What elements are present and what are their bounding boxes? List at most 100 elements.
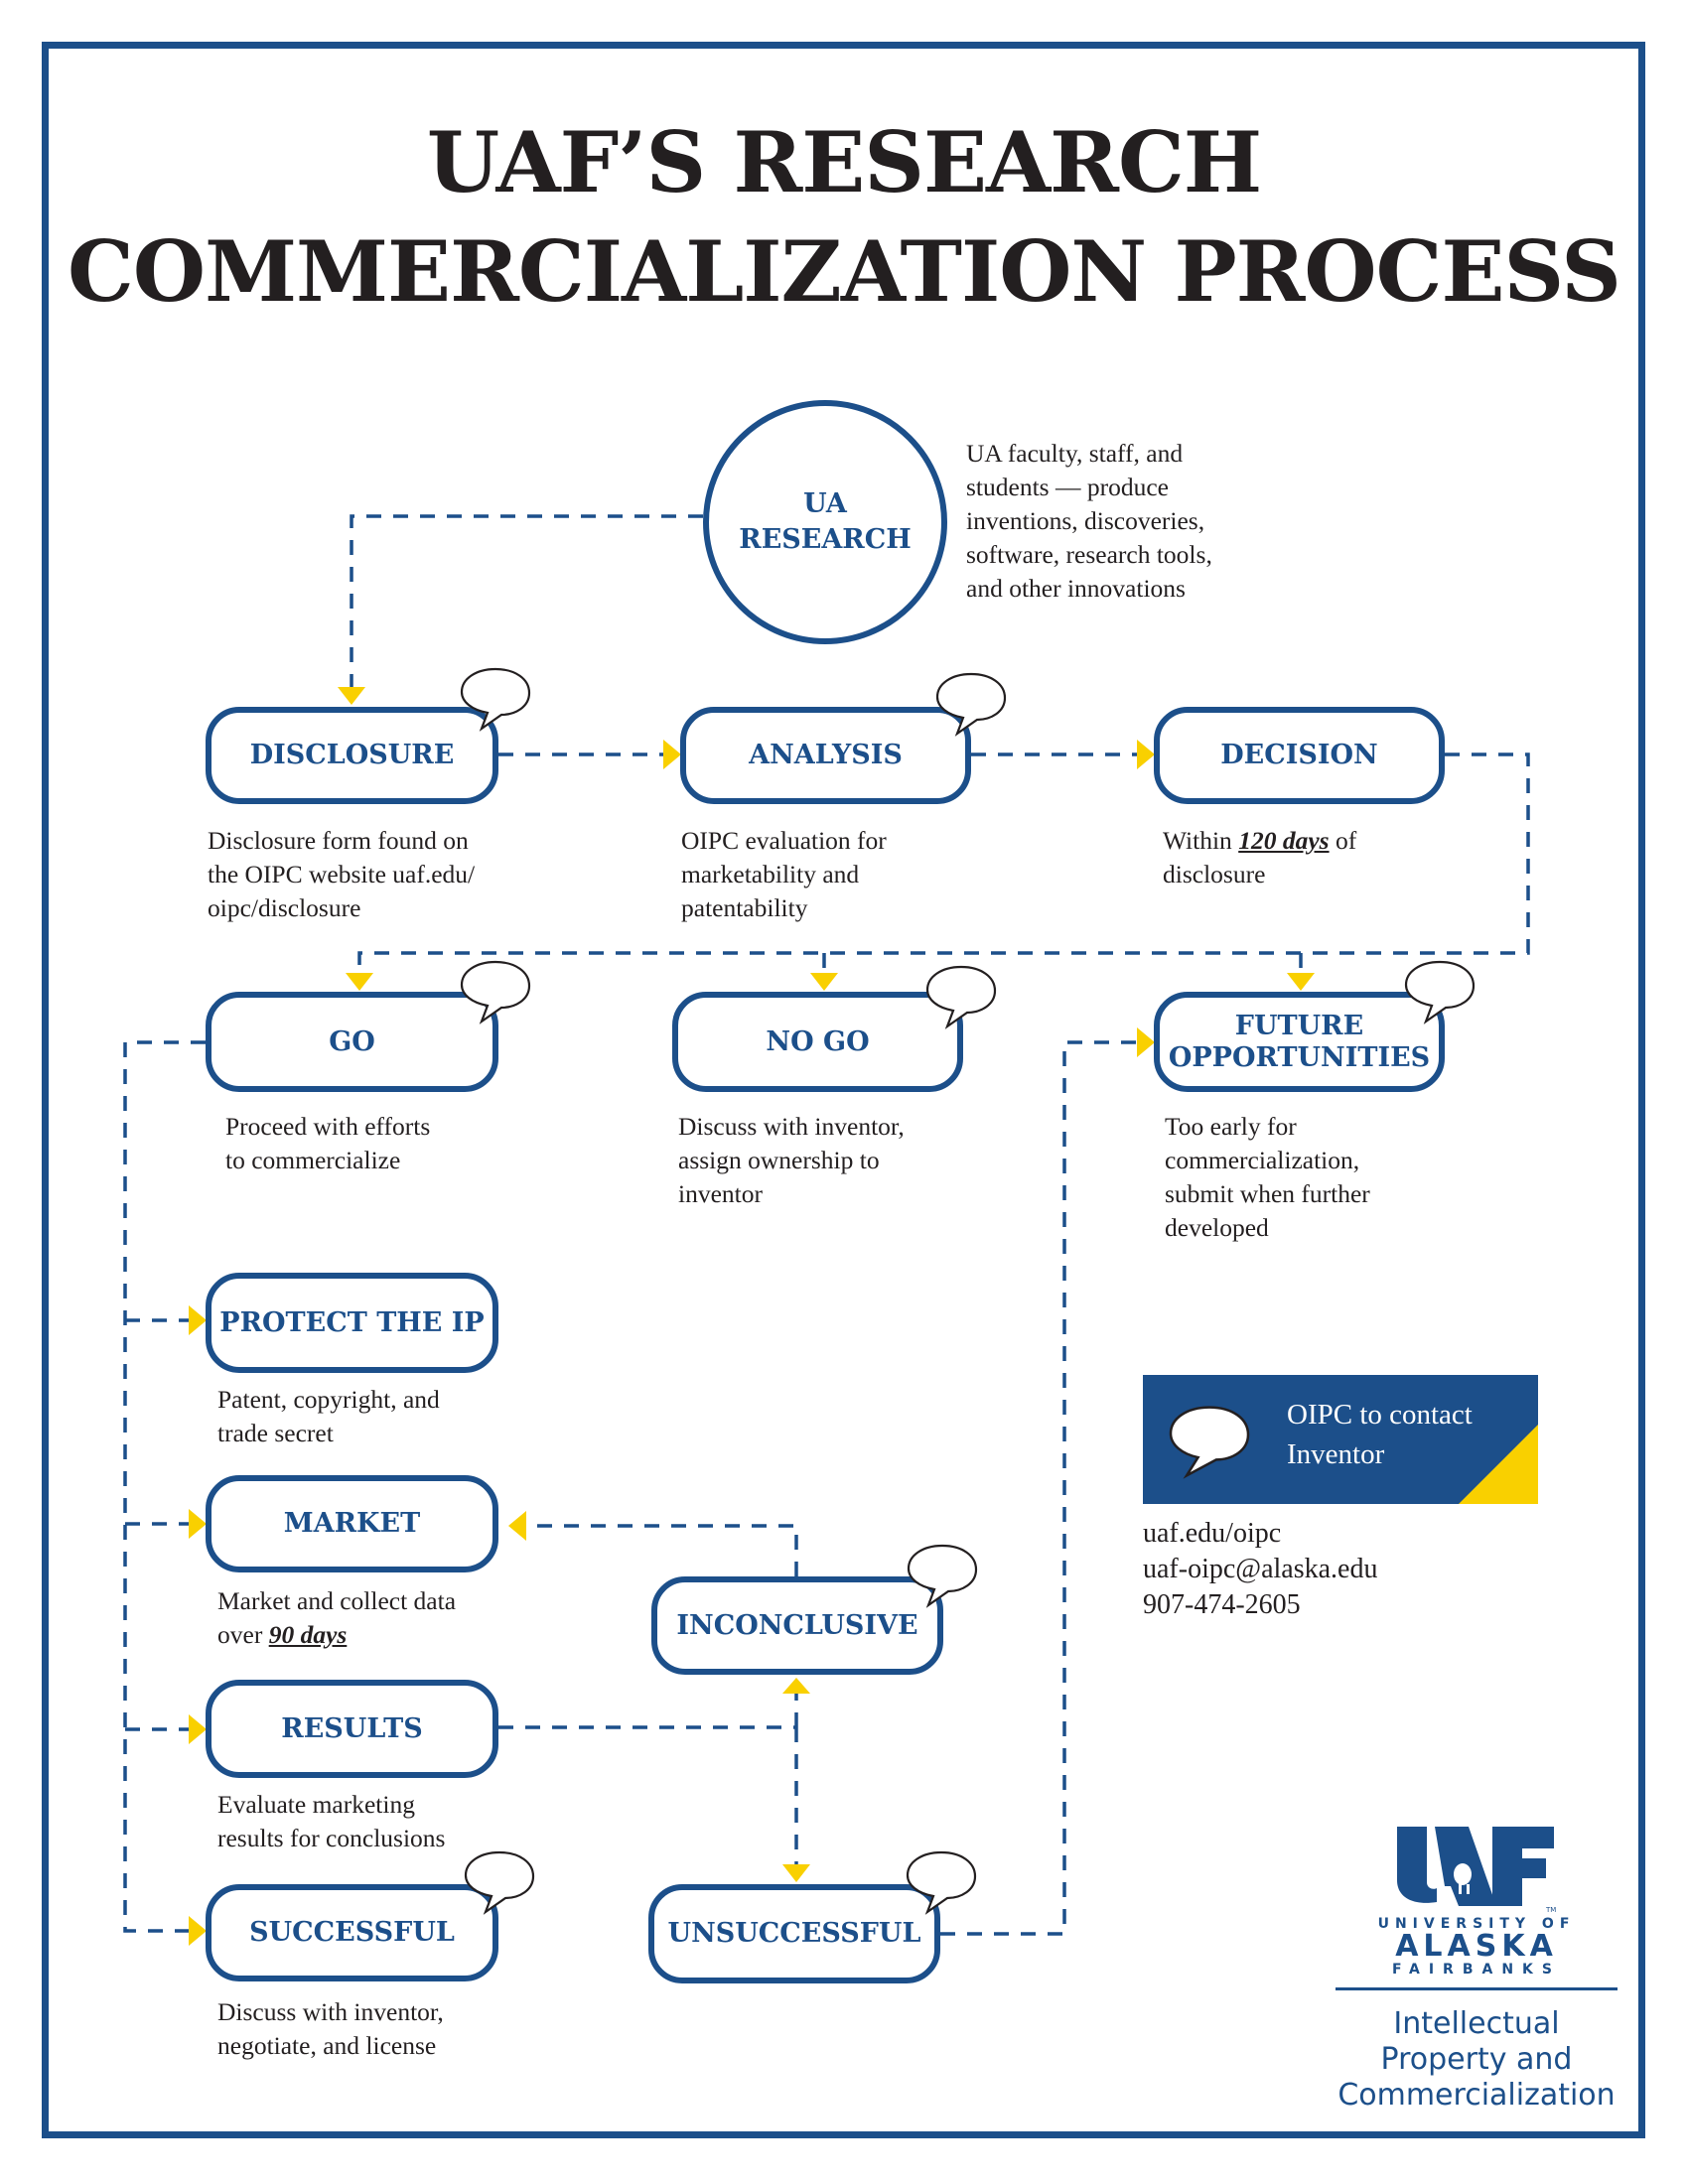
desc-line: over 90 days (217, 1618, 456, 1652)
decision-deadline: 120 days (1238, 826, 1330, 855)
desc-text: of (1329, 826, 1357, 855)
legend-yellow-corner (1459, 1425, 1538, 1504)
contact-email-link[interactable]: uaf-oipc@alaska.edu (1143, 1554, 1378, 1584)
desc-line: Within 120 days of (1163, 824, 1356, 858)
contact-info: uaf.edu/oipc uaf-oipc@alaska.edu 907-474… (1143, 1516, 1377, 1623)
department-name: Intellectual Property and Commercializat… (1336, 2006, 1618, 2114)
desc-line: Discuss with inventor, (678, 1112, 905, 1141)
step-analysis-label: ANALYSIS (749, 740, 903, 771)
connector-inconclusive-to-market (526, 1524, 798, 1576)
desc-line: submit when further (1165, 1179, 1370, 1208)
arrowhead-future (1287, 973, 1315, 991)
arrowhead-decision (1137, 740, 1155, 769)
step-market-label: MARKET (283, 1508, 421, 1540)
desc-line: to commercialize (225, 1146, 401, 1174)
desc-line: trade secret (217, 1419, 334, 1447)
step-protect-label: PROTECT THE IP (219, 1306, 485, 1338)
go-description: Proceed with efforts to commercialize (225, 1110, 430, 1177)
logo-line-2: ALASKA (1395, 1929, 1558, 1964)
desc-line: software, research tools, (966, 540, 1212, 569)
desc-line: commercialization, (1165, 1146, 1360, 1174)
ua-research-node[interactable]: UA RESEARCH (703, 400, 947, 644)
desc-line: results for conclusions (217, 1824, 446, 1852)
logo-line-3: FAIRBANKS (1392, 1962, 1561, 1978)
arrowhead-results (189, 1714, 207, 1744)
legend-line-1: OIPC to contact (1287, 1399, 1473, 1431)
step-successful-label: SUCCESSFUL (249, 1917, 455, 1949)
desc-line: Too early for (1165, 1112, 1297, 1141)
arrowhead-inconclusive (782, 1678, 810, 1694)
step-inconclusive-label: INCONCLUSIVE (676, 1609, 918, 1641)
contact-website-link[interactable]: uaf.edu/oipc (1143, 1518, 1282, 1549)
future-description: Too early for commercialization, submit … (1165, 1110, 1370, 1245)
step-go[interactable]: GO (206, 992, 498, 1092)
desc-line: assign ownership to (678, 1146, 880, 1174)
speech-bubble-icon (905, 1542, 980, 1609)
desc-line: inventions, discoveries, (966, 506, 1205, 535)
desc-line: oipc/disclosure (208, 893, 361, 922)
protect-description: Patent, copyright, and trade secret (217, 1383, 440, 1450)
desc-line: negotiate, and license (217, 2031, 437, 2060)
dept-line: Intellectual (1393, 2006, 1560, 2041)
logo-divider (1336, 1987, 1618, 1990)
step-results-label: RESULTS (281, 1712, 423, 1744)
page-border (42, 42, 1645, 2138)
no-go-description: Discuss with inventor, assign ownership … (678, 1110, 905, 1211)
connector-unsuccessful-to-future (940, 1040, 1137, 1936)
step-analysis[interactable]: ANALYSIS (680, 707, 971, 804)
step-successful[interactable]: SUCCESSFUL (206, 1884, 498, 1981)
desc-line: UA faculty, staff, and (966, 439, 1184, 468)
desc-line: OIPC evaluation for (681, 826, 887, 855)
arrowhead-successful (189, 1916, 207, 1946)
connector-go-trunk (123, 1040, 206, 1933)
step-disclosure[interactable]: DISCLOSURE (206, 707, 498, 804)
speech-bubble-icon (933, 670, 1009, 738)
uaf-logo: TM UNIVERSITY OF ALASKA FAIRBANKS Intell… (1336, 1827, 1618, 2114)
arrowhead-future-return (1137, 1027, 1155, 1057)
desc-text: over (217, 1620, 269, 1649)
arrowhead-nogo (810, 973, 838, 991)
desc-line: patentability (681, 893, 808, 922)
market-description: Market and collect data over 90 days (217, 1584, 456, 1652)
speech-bubble-icon (462, 1848, 537, 1916)
analysis-description: OIPC evaluation for marketability and pa… (681, 824, 887, 925)
arrowhead-market-return (508, 1511, 526, 1541)
ua-research-label-1: UA (803, 487, 847, 519)
step-decision-label: DECISION (1220, 740, 1378, 771)
page-title-line-1: UAF’S RESEARCH (426, 113, 1262, 211)
speech-bubble-icon (458, 958, 533, 1025)
desc-line: Discuss with inventor, (217, 1997, 444, 2026)
step-future-label-1: FUTURE (1234, 1011, 1364, 1042)
step-no-go[interactable]: NO GO (672, 992, 963, 1092)
desc-line: Proceed with efforts (225, 1112, 431, 1141)
step-market[interactable]: MARKET (206, 1475, 498, 1572)
ua-research-description: UA faculty, staff, and students — produc… (966, 437, 1212, 606)
step-unsuccessful[interactable]: UNSUCCESSFUL (648, 1884, 940, 1983)
desc-line: inventor (678, 1179, 763, 1208)
desc-line: disclosure (1163, 860, 1266, 888)
results-description: Evaluate marketing results for conclusio… (217, 1788, 445, 1855)
step-protect-the-ip[interactable]: PROTECT THE IP (206, 1273, 498, 1373)
connector-decision-to-outcomes (357, 752, 1530, 973)
logo-line-1: UNIVERSITY OF (1377, 1916, 1576, 1932)
desc-line: and other innovations (966, 574, 1186, 603)
disclosure-description: Disclosure form found on the OIPC websit… (208, 824, 475, 925)
step-unsuccessful-label: UNSUCCESSFUL (667, 1918, 921, 1950)
legend-text: OIPC to contact Inventor (1287, 1395, 1473, 1474)
step-future-opportunities[interactable]: FUTURE OPPORTUNITIES (1154, 992, 1445, 1092)
decision-description: Within 120 days of disclosure (1163, 824, 1356, 891)
arrowhead-go (346, 973, 373, 991)
desc-text: Within (1163, 826, 1239, 855)
arrowhead-analysis (663, 740, 681, 769)
step-decision[interactable]: DECISION (1154, 707, 1445, 804)
desc-line: the OIPC website uaf.edu/ (208, 860, 476, 888)
desc-line: Market and collect data (217, 1586, 457, 1615)
step-results[interactable]: RESULTS (206, 1680, 498, 1778)
uaf-logo-mark: TM (1397, 1827, 1556, 1914)
speech-bubble-icon (923, 963, 999, 1030)
step-inconclusive[interactable]: INCONCLUSIVE (651, 1576, 943, 1675)
step-go-label: GO (329, 1025, 375, 1057)
ua-research-label-2: RESEARCH (739, 524, 912, 555)
arrowhead-protect (189, 1305, 207, 1335)
desc-line: Evaluate marketing (217, 1790, 415, 1819)
